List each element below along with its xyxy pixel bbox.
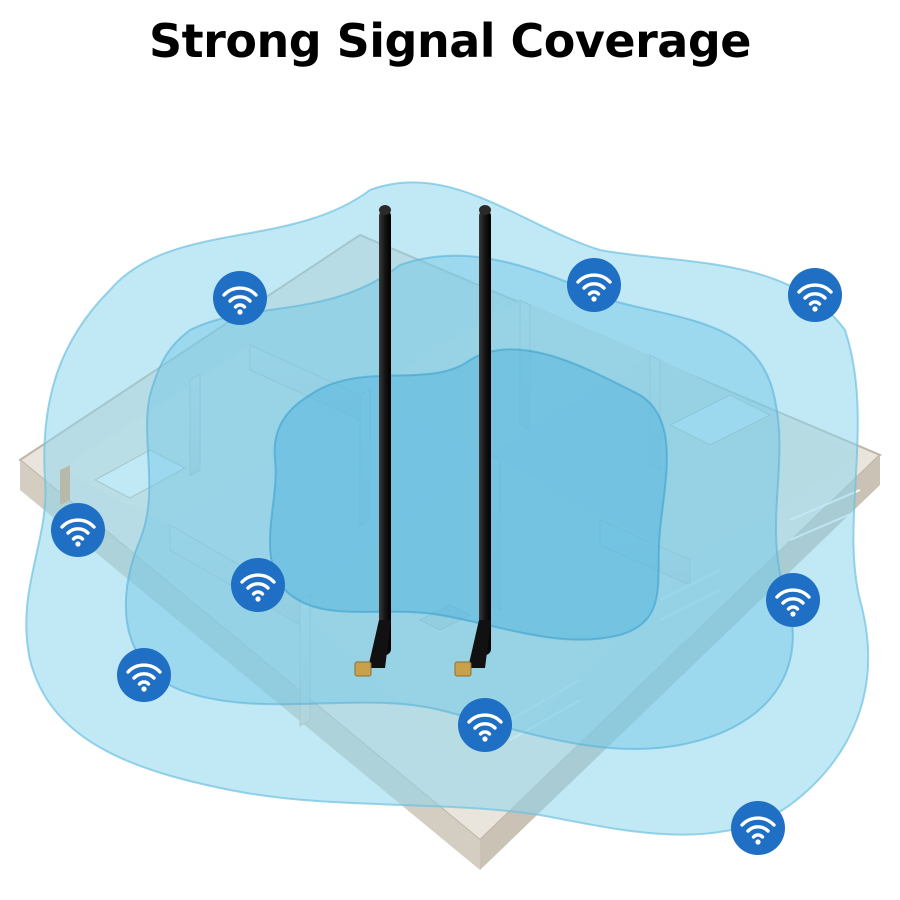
wifi-icon: [788, 268, 842, 322]
antenna-left: [354, 205, 391, 677]
wifi-icon: [51, 503, 105, 557]
wifi-icon: [231, 558, 285, 612]
headline: Strong Signal Coverage: [149, 14, 751, 68]
inner-coverage-zone: [268, 348, 668, 641]
wifi-icon: [567, 258, 621, 312]
coverage-zones: [25, 181, 870, 836]
wifi-icon: [213, 271, 267, 325]
wifi-icon: [731, 801, 785, 855]
wifi-icon: [766, 573, 820, 627]
wifi-icon: [117, 648, 171, 702]
wifi-badges: [51, 258, 842, 855]
wifi-icon: [458, 698, 512, 752]
antenna-right: [454, 205, 491, 677]
